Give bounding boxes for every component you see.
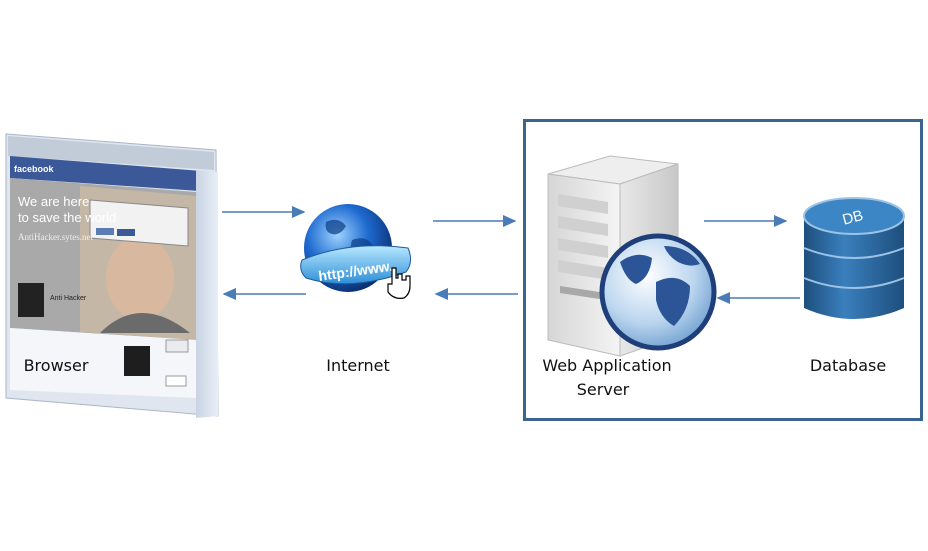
internet-label: Internet <box>326 356 390 375</box>
http-www-globe-icon: http://www. <box>300 204 412 299</box>
browser-site-name: facebook <box>14 164 55 174</box>
browser-headline-2: to save the world <box>18 210 116 225</box>
server-group-box <box>523 119 923 421</box>
browser-headline-1: We are here <box>18 194 89 209</box>
browser-user: Anti Hacker <box>50 295 87 302</box>
database-cylinder-icon: DB <box>803 197 905 319</box>
server-tower-globe-icon <box>547 155 717 357</box>
database-label: Database <box>809 356 887 375</box>
db-label-text: DB <box>841 207 866 229</box>
browser-label: Browser <box>23 356 89 375</box>
server-label-line2: Server <box>576 380 630 399</box>
server-label-line1: Web Application <box>542 356 672 375</box>
browser-subtext: AntiHacker.sytes.net <box>18 232 93 242</box>
browser-screenshot-icon: facebook We are here to save the world A… <box>5 133 219 418</box>
